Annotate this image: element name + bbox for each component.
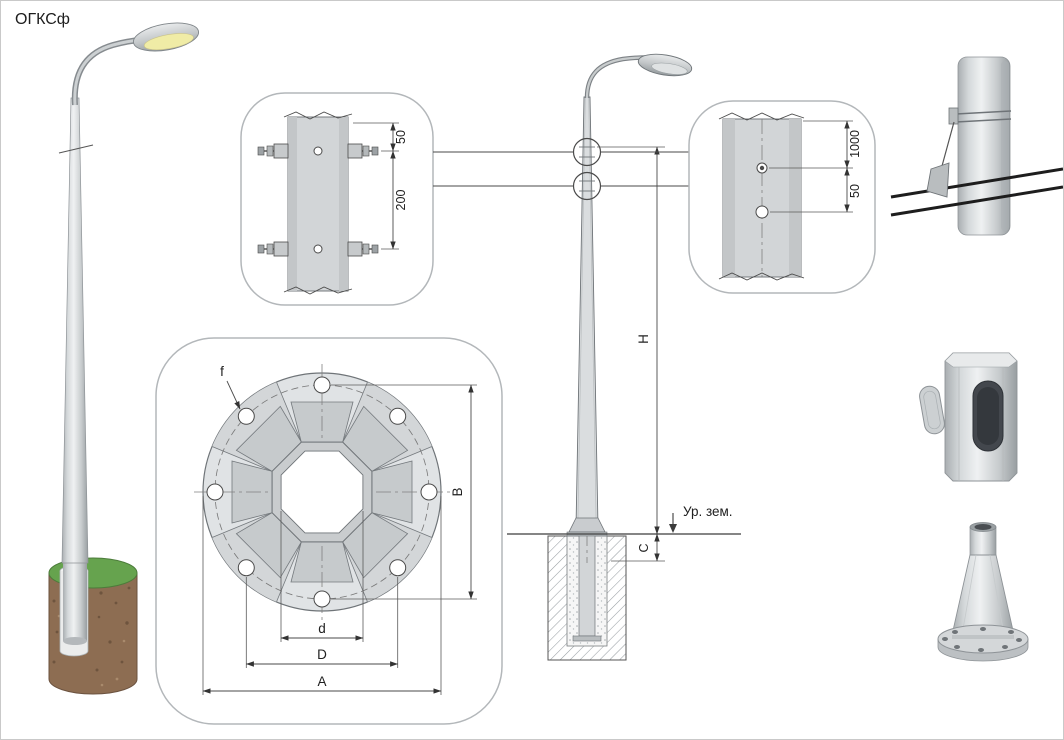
plate-edge-left xyxy=(288,117,297,291)
dim-label-D: D xyxy=(317,647,327,662)
pole-base-plate xyxy=(572,635,602,642)
leader-f xyxy=(226,380,241,410)
dim-label-B: B xyxy=(450,487,465,496)
detail-flange-plan: f B d D A xyxy=(155,337,503,725)
wire-hole-lower xyxy=(755,205,769,219)
base-conical-shell xyxy=(951,554,1015,636)
octagon-inner-hole xyxy=(280,450,364,534)
clamp-link xyxy=(941,121,955,167)
detail-top-clamp: 50 200 xyxy=(240,92,434,306)
pole-bottom-cap xyxy=(63,637,87,645)
break-line-top xyxy=(283,111,353,120)
dim-label-50-right: 50 xyxy=(848,184,862,198)
pole-flange-flare xyxy=(568,517,606,533)
luminaire-elevation xyxy=(637,53,693,77)
band-clamp-line-2 xyxy=(955,118,1012,123)
pole-top-face xyxy=(944,352,1018,368)
pole-shaft-3d xyxy=(61,97,89,564)
cable-clamp-render xyxy=(890,56,1063,236)
lamp-glass xyxy=(143,33,194,51)
dim-label-A: A xyxy=(317,674,326,689)
flange-bolt-holes xyxy=(206,376,438,608)
base-top-opening xyxy=(974,524,992,530)
pole-embedded-part xyxy=(63,563,87,641)
dim-label-d: d xyxy=(318,621,326,636)
shell-flange-joint xyxy=(952,635,1014,639)
pole-shaft-elevation xyxy=(575,96,599,529)
access-door-render xyxy=(919,352,1018,482)
clamp-bands xyxy=(579,146,595,192)
soil-speckles xyxy=(52,584,131,687)
cable-1 xyxy=(890,167,1063,199)
band-clamp-line-1 xyxy=(955,110,1012,115)
detail-side-holes: 1000 50 xyxy=(688,100,876,294)
pole-section-plate xyxy=(287,116,349,292)
cable-2 xyxy=(890,185,1063,217)
break-line-bottom-right xyxy=(718,272,805,281)
wedge-clamp xyxy=(926,162,950,198)
dim-label-f: f xyxy=(220,364,224,379)
ground-level-arrow xyxy=(669,524,677,533)
drawing-title: ОГКСф xyxy=(15,11,70,28)
dim-label-1000: 1000 xyxy=(848,130,862,158)
clamp-hole-lower xyxy=(313,244,323,254)
pole-3d-render xyxy=(48,22,200,695)
flange-ring-holes xyxy=(942,627,1022,652)
base-flange-render xyxy=(937,522,1029,662)
clamp-hole-upper xyxy=(313,146,323,156)
dim-label-200: 200 xyxy=(394,190,408,211)
band-buckle xyxy=(948,107,959,125)
callout-circle-lower xyxy=(572,171,602,201)
dim-label-H: H xyxy=(636,334,651,344)
pole-elevation-drawing: Ур. зем. H C xyxy=(507,53,741,661)
luminaire-3d xyxy=(132,22,200,52)
door-cover xyxy=(919,385,945,435)
pole-top-section xyxy=(957,56,1011,236)
dim-label-50-top: 50 xyxy=(394,130,408,144)
dim-label-C: C xyxy=(637,543,651,552)
break-line-bottom xyxy=(283,286,353,295)
pole-embedded-section xyxy=(578,533,596,637)
plate-edge-right xyxy=(339,117,348,291)
ground-level-label: Ур. зем. xyxy=(683,504,733,519)
break-line-top-right xyxy=(718,112,805,121)
callout-circle-upper xyxy=(572,137,602,167)
pole-break-mark xyxy=(58,144,94,154)
flange-gussets xyxy=(231,401,413,583)
